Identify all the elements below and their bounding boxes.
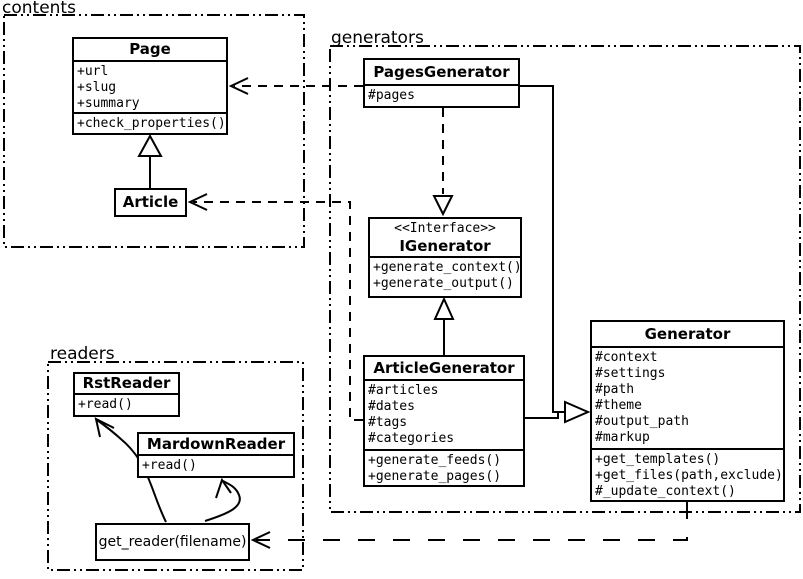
attribute-line: #tags	[368, 415, 408, 430]
method-line: +get_templates()	[595, 452, 721, 467]
articlegenerator-attributes-compartment: #articles #dates #tags #categories	[365, 379, 523, 449]
attribute-line: #dates	[368, 399, 415, 414]
dependency-articlegenerator-to-article	[187, 193, 363, 421]
class-title-igenerator: IGenerator	[399, 237, 491, 255]
generators-package-label: generators	[331, 28, 424, 48]
articlegenerator-methods-compartment: +generate_feeds() +generate_pages()	[365, 449, 523, 485]
contents-package-border	[3, 14, 305, 248]
attribute-line: #path	[595, 382, 635, 397]
method-line: +generate_context()	[373, 260, 520, 275]
pagesgenerator-attributes-compartment: #pages	[365, 84, 518, 104]
hollow-triangle-icon	[564, 400, 591, 424]
hollow-triangle-icon	[433, 296, 455, 320]
method-line: +read()	[78, 397, 133, 412]
attribute-line: #categories	[368, 431, 455, 446]
method-line: +generate_output()	[373, 276, 514, 291]
dependency-generator-to-getreader	[250, 502, 688, 549]
rstreader-methods-compartment: +read()	[75, 393, 178, 413]
realization-pagesgenerator-to-igenerator	[432, 108, 454, 217]
inheritance-article-to-page	[137, 133, 163, 188]
attribute-line: +slug	[77, 80, 117, 95]
attribute-line: +summary	[77, 96, 140, 111]
attribute-line: #markup	[595, 430, 650, 445]
class-box-rstreader: RstReader +read()	[73, 372, 180, 417]
class-title-generator: Generator	[644, 325, 731, 343]
open-arrow-icon	[215, 477, 232, 499]
attribute-line: #theme	[595, 398, 642, 413]
get-reader-label: get_reader(filename)	[98, 534, 247, 550]
method-line: +check_properties()	[77, 116, 226, 131]
readers-package-label: readers	[50, 344, 115, 364]
attribute-line: #settings	[595, 366, 666, 381]
igenerator-stereotype: <<Interface>>	[394, 221, 496, 236]
class-title-page: Page	[129, 40, 171, 58]
arrow-getreader-to-rstreader	[94, 417, 167, 523]
readers-package-border	[47, 361, 304, 571]
method-line: +generate_pages()	[368, 469, 502, 484]
open-arrow-icon	[250, 531, 271, 549]
contents-package-label: contents	[2, 0, 76, 18]
class-box-generator: Generator #context #settings #path #them…	[590, 320, 785, 502]
igenerator-methods-compartment: +generate_context() +generate_output()	[370, 256, 520, 292]
class-box-page: Page +url +slug +summary +check_properti…	[72, 37, 228, 135]
arrow-getreader-to-mardownreader	[204, 477, 241, 522]
page-attributes-compartment: +url +slug +summary	[74, 60, 226, 112]
page-methods-compartment: +check_properties()	[74, 112, 226, 132]
generator-methods-compartment: +get_templates() +get_files(path,exclude…	[592, 448, 783, 500]
method-line: #_update_context()	[595, 484, 736, 499]
generators-package-border	[329, 45, 801, 513]
class-box-pagesgenerator: PagesGenerator #pages	[363, 58, 520, 108]
attribute-line: #output_path	[595, 414, 689, 429]
hollow-triangle-icon	[432, 195, 454, 217]
open-arrow-icon	[187, 193, 208, 211]
mardownreader-methods-compartment: +read()	[139, 454, 293, 474]
attribute-line: #articles	[368, 383, 439, 398]
hollow-triangle-icon	[137, 133, 163, 157]
class-title-article: Article	[122, 193, 179, 211]
generator-attributes-compartment: #context #settings #path #theme #output_…	[592, 346, 783, 448]
method-line: +read()	[142, 458, 197, 473]
attribute-line: #pages	[368, 88, 415, 103]
method-line: +generate_feeds()	[368, 453, 502, 468]
class-title-pagesgenerator: PagesGenerator	[373, 63, 510, 81]
open-arrow-icon	[228, 77, 249, 95]
class-title-mardownreader: MardownReader	[146, 435, 286, 453]
class-box-articlegenerator: ArticleGenerator #articles #dates #tags …	[363, 355, 525, 487]
attribute-line: +url	[77, 64, 109, 79]
class-box-igenerator: <<Interface>> IGenerator +generate_conte…	[368, 217, 522, 298]
attribute-line: #context	[595, 350, 658, 365]
class-title-rstreader: RstReader	[82, 374, 171, 392]
method-line: +get_files(path,exclude)	[595, 468, 783, 483]
class-box-mardownreader: MardownReader +read()	[137, 432, 295, 478]
get-reader-box: get_reader(filename)	[95, 523, 250, 561]
class-box-article: Article	[114, 188, 187, 217]
dependency-pagesgenerator-to-page	[228, 77, 363, 95]
open-arrow-icon	[94, 417, 115, 438]
inheritance-generators-to-generator	[520, 85, 591, 424]
class-title-articlegenerator: ArticleGenerator	[373, 359, 515, 377]
inheritance-articlegenerator-to-igenerator	[433, 296, 455, 355]
